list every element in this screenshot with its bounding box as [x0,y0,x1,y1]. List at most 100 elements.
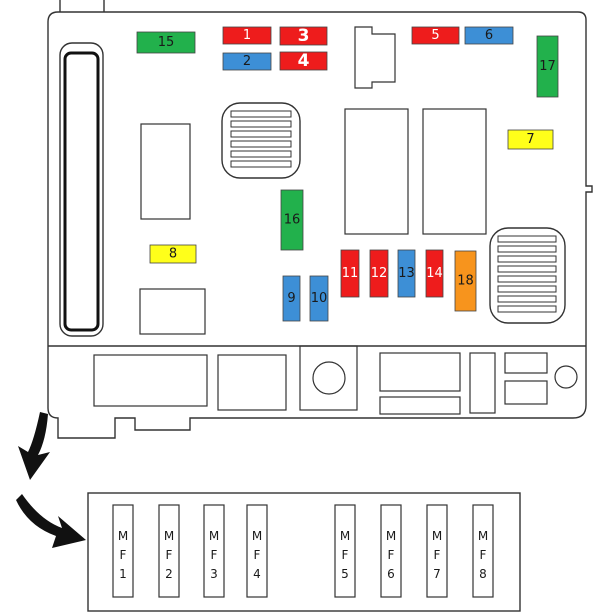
maxi-fuse-mf6-char: F [388,548,395,562]
maxi-fuse-mf8: MF 8 [472,504,494,598]
fuse-11-label: 11 [342,266,359,281]
maxi-fuse-mf3-char: 3 [210,567,218,581]
maxi-fuse-mf3-char: M [209,529,219,543]
fuse-7: 7 [507,129,554,150]
bottom-block-2 [217,354,287,411]
maxi-fuse-mf7-body [426,504,448,598]
maxi-fuse-mf1-char: 1 [119,567,127,581]
fuse-12-label: 12 [371,266,388,281]
maxi-fuse-mf8-char: F [480,548,487,562]
bottom-block-7 [504,352,548,374]
maxi-fuse-mf1-body [112,504,134,598]
maxi-fuse-mf6-char: M [386,529,396,543]
bottom-block-1 [93,354,208,407]
fuse-5-label: 5 [431,28,439,43]
fuse-2-label: 2 [243,54,251,69]
maxi-fuse-mf6-char: 6 [387,567,395,581]
arrows [16,412,86,548]
fuse-10-body [309,275,329,322]
fuse-18: 18 [454,250,477,312]
maxi-fuse-box-outline [87,492,521,612]
fuse-8-body [149,244,197,264]
fuse-18-body [454,250,477,312]
maxi-fuse-mf4: MF 4 [246,504,268,598]
maxi-fuse-mf2-char: M [164,529,174,543]
maxi-fuse-mf1-char: F [120,548,127,562]
maxi-fuse-mf4-char: F [254,548,261,562]
bottom-block-6 [469,352,496,414]
fuse-1-body [222,26,272,45]
fuse-1-label: 1 [243,28,251,43]
arrow-down-icon [18,412,50,480]
fuse-box-top-tab [59,0,105,12]
fuse-5-body [411,26,460,45]
left-connector [59,42,104,337]
fuse-4-label: 4 [298,51,310,71]
maxi-fuse-mf5-char: F [342,548,349,562]
fuse-5: 5 [411,26,460,45]
bottom-block-8 [504,380,548,405]
grille-right [489,227,566,324]
fuse-7-label: 7 [526,132,534,147]
arrow-right-icon [16,494,86,548]
maxi-fuse-mf5-body [334,504,356,598]
maxi-fuse-mf2-body [158,504,180,598]
fuse-14-body [425,249,444,298]
fuse-3: 3 [279,26,328,46]
maxi-fuse-mf1: MF 1 [112,504,134,598]
bottom-circle-small [554,365,578,389]
maxi-fuse-mf7: MF 7 [426,504,448,598]
fuse-17-body [536,35,559,98]
fuse-13-body [397,249,416,298]
fuse-11: 11 [340,249,360,298]
fuse-6-body [464,26,514,45]
maxi-fuse-mf7-char: 7 [433,567,441,581]
maxi-fuse-mf4-char: M [252,529,262,543]
maxi-fuse-mf8-char: M [478,529,488,543]
maxi-fuse-mf5-char: 5 [341,567,349,581]
fuse-3-label: 3 [298,26,310,46]
fuse-15-body [136,31,196,54]
fuse-13: 13 [397,249,416,298]
relay-center-right [422,108,487,235]
bottom-block-3 [299,345,358,411]
maxi-fuse-mf8-char: 8 [479,567,487,581]
maxi-fuse-mf4-body [246,504,268,598]
maxi-fuse-mf8-body [472,504,494,598]
maxi-fuse-mf3-body [203,504,225,598]
fuse-4: 4 [279,51,328,71]
maxi-fuse-mf2: MF 2 [158,504,180,598]
fuse-16-body [280,189,304,251]
relay-left-upper [140,123,191,220]
fuse-10: 10 [309,275,329,322]
bottom-block-5 [379,396,461,415]
maxi-fuse-mf1-char: M [118,529,128,543]
relay-center-left [344,108,409,235]
fuse-1: 1 [222,26,272,45]
fuse-2: 2 [222,52,272,71]
bottom-block-4 [379,352,461,392]
maxi-fuse-mf2-char: 2 [165,567,173,581]
maxi-fuse-mf3-char: F [211,548,218,562]
maxi-fuse-mf5-char: M [340,529,350,543]
fuse-13-label: 13 [398,266,415,281]
fuse-17-label: 17 [539,59,556,74]
fuse-18-label: 18 [457,274,474,289]
maxi-fuse-mf2-char: F [166,548,173,562]
fuse-12: 12 [369,249,389,298]
fuse-4-body [279,51,328,71]
fuse-box-outline [47,11,593,439]
fuse-6-label: 6 [485,28,493,43]
fuse-15: 15 [136,31,196,54]
maxi-fuse-mf4-char: 4 [253,567,261,581]
maxi-fuse-mf3: MF 3 [203,504,225,598]
fuse-6: 6 [464,26,514,45]
bottom-circle-large [312,361,346,395]
fuse-3-body [279,26,328,46]
maxi-fuse-mf7-char: M [432,529,442,543]
maxi-fuse-mf7-char: F [434,548,441,562]
